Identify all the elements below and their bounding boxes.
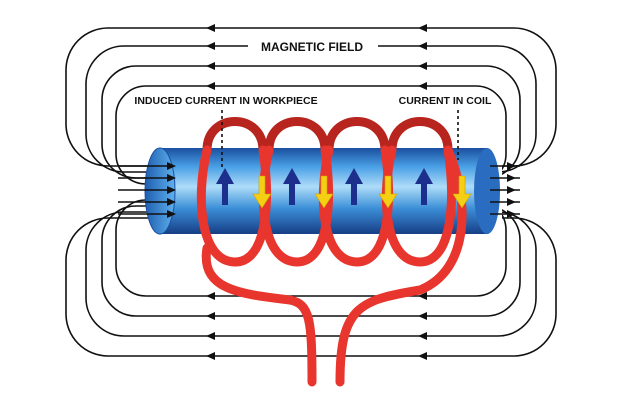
coil-turn-back [324,117,390,155]
triangle-arrow-icon [418,332,427,340]
triangle-arrow-icon [418,42,427,50]
triangle-arrow-icon [206,82,215,90]
down-arrow-icon [314,175,334,209]
down-arrow-icon [452,175,472,209]
down-arrow-icon [378,175,398,209]
triangle-arrow-icon [167,186,176,194]
triangle-arrow-icon [206,332,215,340]
triangle-arrow-icon [418,62,427,70]
triangle-arrow-icon [418,352,427,360]
coil-turn-back [264,117,330,155]
triangle-arrow-icon [167,210,176,218]
triangle-arrow-icon [507,210,516,218]
triangle-arrow-icon [507,162,516,170]
triangle-arrow-icon [206,42,215,50]
triangle-arrow-icon [507,174,516,182]
magnetic-field-label: MAGNETIC FIELD [261,40,363,54]
coil-back-turns [202,117,453,155]
coil-current-label: CURRENT IN COIL [399,95,492,107]
triangle-arrow-icon [418,82,427,90]
triangle-arrow-icon [206,312,215,320]
coil-turn-back [387,117,453,155]
triangle-arrow-icon [167,174,176,182]
field-loop-bottom [85,211,537,337]
triangle-arrow-icon [418,24,427,32]
coil-current-arrows [252,175,472,209]
triangle-arrow-icon [206,292,215,300]
triangle-arrow-icon [507,198,516,206]
triangle-arrow-icon [206,62,215,70]
triangle-arrow-icon [418,312,427,320]
triangle-arrow-icon [167,198,176,206]
up-arrow-icon [415,168,433,205]
field-loop-bottom [65,217,557,357]
up-arrow-icon [216,168,234,205]
down-arrow-icon [252,175,272,209]
triangle-arrow-icon [167,162,176,170]
label-pointers [221,110,459,168]
coil-lead-left [201,243,317,387]
induced-current-arrows [216,168,433,205]
field-direction-arrows [167,24,516,360]
triangle-arrow-icon [206,24,215,32]
up-arrow-icon [345,168,363,205]
up-arrow-icon [283,168,301,205]
triangle-arrow-icon [206,352,215,360]
coil-turn-back [202,117,268,155]
triangle-arrow-icon [507,186,516,194]
triangle-arrow-icon [418,292,427,300]
field-loop-bottom [101,205,521,317]
induced-current-label: INDUCED CURRENT IN WORKPIECE [134,95,317,107]
magnetic-field-label-bg [248,38,378,55]
